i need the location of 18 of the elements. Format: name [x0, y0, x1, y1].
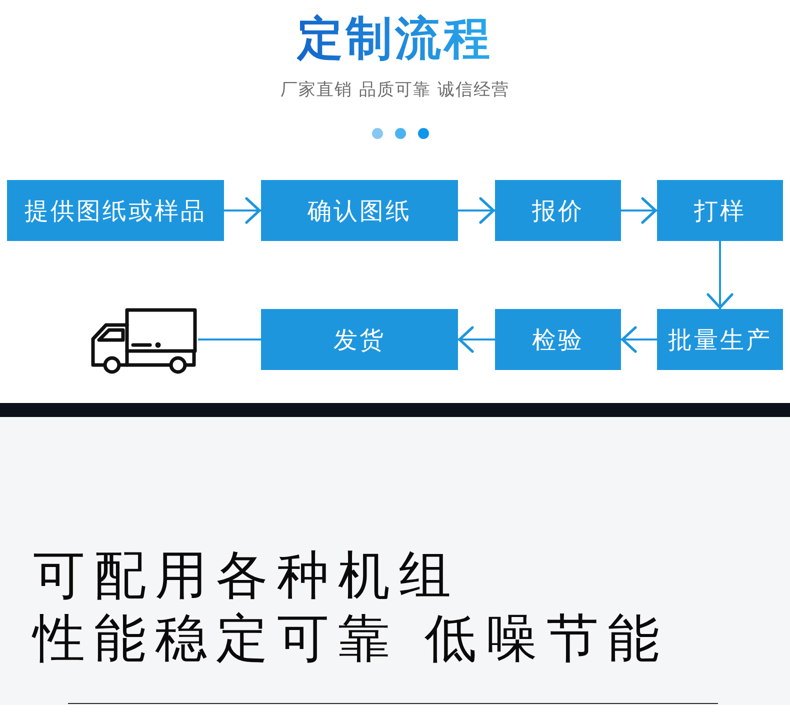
arrow — [458, 197, 495, 224]
process-box: 确认图纸 — [261, 180, 458, 241]
process-box: 打样 — [657, 180, 783, 241]
subtitle: 厂家直销 品质可靠 诚信经营 — [280, 79, 510, 101]
process-box: 发货 — [261, 309, 458, 370]
process-box: 批量生产 — [657, 309, 783, 370]
slogan-text: 可配用各种机组 — [33, 546, 460, 606]
arrow — [224, 197, 261, 224]
arrow — [458, 326, 495, 353]
process-box: 检验 — [495, 309, 621, 370]
arrow — [621, 326, 657, 353]
connector-line — [198, 338, 261, 340]
truck-icon — [90, 308, 198, 374]
arrow — [706, 241, 734, 309]
process-box: 提供图纸或样品 — [7, 180, 224, 241]
slogan-text: 性能稳定可靠 低噪节能 — [33, 609, 669, 669]
arrow — [621, 197, 657, 224]
process-box: 报价 — [495, 180, 621, 241]
